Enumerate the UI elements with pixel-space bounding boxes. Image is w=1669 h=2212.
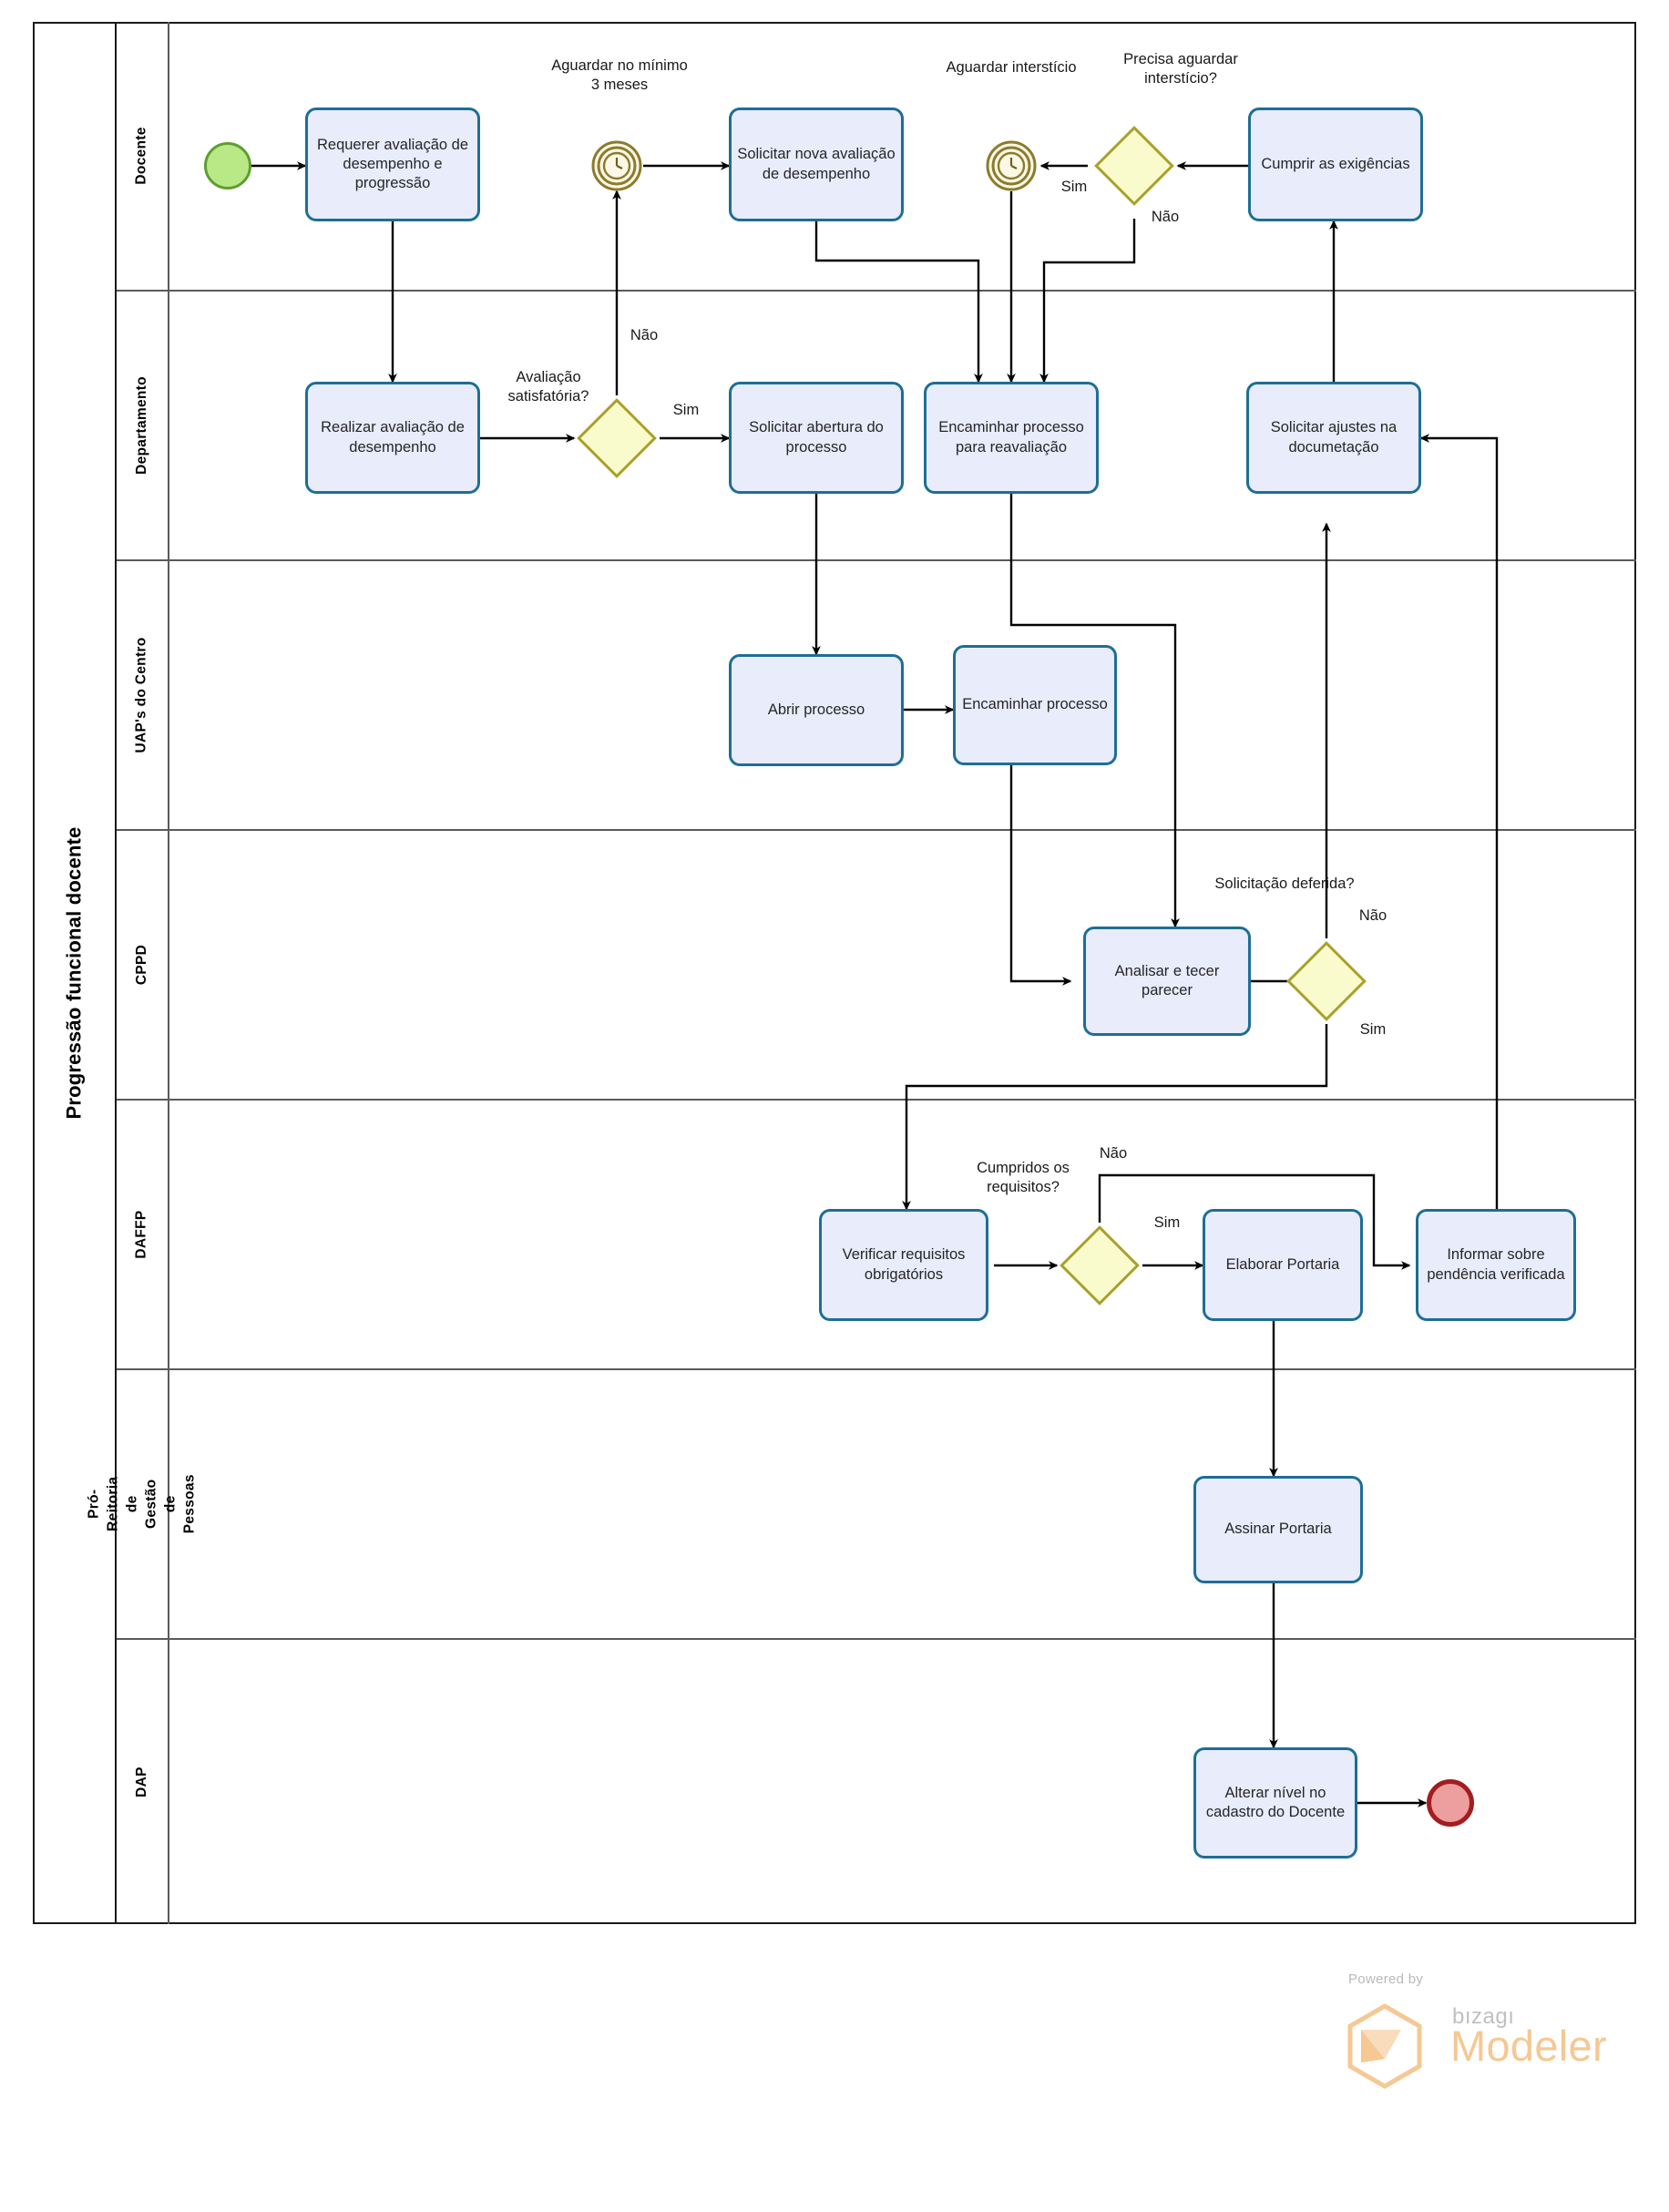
powered-by-label: Powered by bbox=[1348, 1971, 1424, 1987]
start-event[interactable] bbox=[204, 142, 251, 189]
timer-3-meses-icon[interactable] bbox=[591, 140, 642, 191]
task-encaminhar-processo[interactable]: Encaminhar processo bbox=[953, 645, 1117, 765]
task-abrir-processo[interactable]: Abrir processo bbox=[729, 654, 904, 766]
lane-uaps: UAP's do Centro bbox=[117, 561, 1636, 831]
task-encaminhar-reavaliacao[interactable]: Encaminhar processo para reavaliação bbox=[924, 382, 1099, 494]
lane-label-uaps: UAP's do Centro bbox=[117, 561, 169, 829]
gateway-avaliacao-satisfatoria-label: Avaliação satisfatória? bbox=[507, 369, 589, 405]
task-assinar-portaria[interactable]: Assinar Portaria bbox=[1193, 1476, 1363, 1583]
task-solicitar-ajustes[interactable]: Solicitar ajustes na documetação bbox=[1246, 382, 1421, 494]
bizagi-wordmark: bızagı bbox=[1452, 2004, 1515, 2029]
lane-prgp: Pró-Reitoria de Gestão de Pessoas bbox=[86, 1370, 1636, 1640]
pool-title: Progressão funcional docente bbox=[33, 22, 117, 1924]
flow-label-sim-avaliacao: Sim bbox=[672, 402, 700, 418]
task-solicitar-nova-avaliacao[interactable]: Solicitar nova avaliação de desempenho bbox=[729, 108, 904, 221]
flow-label-nao-deferida: Não bbox=[1358, 907, 1387, 924]
timer-3-meses-label: Aguardar no mínimo 3 meses bbox=[551, 57, 688, 94]
task-requerer-avaliacao[interactable]: Requerer avaliação de desempenho e progr… bbox=[305, 108, 480, 221]
flow-label-nao-avaliacao: Não bbox=[630, 327, 659, 343]
flow-label-nao-intersticio: Não bbox=[1151, 209, 1180, 225]
task-verificar-requisitos[interactable]: Verificar requisitos obrigatórios bbox=[819, 1209, 988, 1321]
lane-label-daffp: DAFFP bbox=[117, 1101, 169, 1368]
lane-label-prgp: Pró-Reitoria de Gestão de Pessoas bbox=[86, 1370, 197, 1638]
lane-docente: Docente bbox=[117, 22, 1636, 292]
task-realizar-avaliacao[interactable]: Realizar avaliação de desempenho bbox=[305, 382, 480, 494]
task-cumprir-exigencias[interactable]: Cumprir as exigências bbox=[1248, 108, 1423, 221]
timer-intersticio-icon[interactable] bbox=[986, 140, 1037, 191]
gateway-cumpridos-requisitos-label: Cumpridos os requisitos? bbox=[977, 1160, 1070, 1196]
gateway-solicitacao-deferida-label: Solicitação deferida? bbox=[1214, 876, 1355, 892]
lane-departamento: Departamento bbox=[117, 292, 1636, 561]
lane-label-departamento: Departamento bbox=[117, 292, 169, 559]
modeler-wordmark: Modeler bbox=[1450, 2022, 1607, 2070]
flow-label-nao-requisitos: Não bbox=[1099, 1145, 1128, 1162]
task-elaborar-portaria[interactable]: Elaborar Portaria bbox=[1203, 1209, 1363, 1321]
task-analisar-parecer[interactable]: Analisar e tecer parecer bbox=[1083, 927, 1251, 1036]
timer-intersticio-label: Aguardar interstício bbox=[946, 59, 1077, 76]
lane-cppd: CPPD bbox=[117, 831, 1636, 1101]
lane-label-cppd: CPPD bbox=[117, 831, 169, 1099]
end-event[interactable] bbox=[1427, 1779, 1474, 1827]
flow-label-sim-requisitos: Sim bbox=[1153, 1214, 1181, 1231]
task-solicitar-abertura[interactable]: Solicitar abertura do processo bbox=[729, 382, 904, 494]
task-informar-pendencia[interactable]: Informar sobre pendência verificada bbox=[1416, 1209, 1576, 1321]
pool-border bbox=[33, 22, 1636, 1924]
flow-label-sim-deferida: Sim bbox=[1359, 1021, 1387, 1038]
lane-label-docente: Docente bbox=[117, 22, 169, 290]
flow-label-sim-intersticio: Sim bbox=[1060, 179, 1088, 195]
lane-label-dap: DAP bbox=[117, 1640, 169, 1924]
bizagi-branding: Powered by bızagı Modeler bbox=[1316, 1971, 1607, 2090]
gateway-precisa-intersticio-label: Precisa aguardar interstício? bbox=[1123, 51, 1238, 87]
lane-dap: DAP bbox=[117, 1640, 1636, 1924]
bizagi-hex-logo-icon bbox=[1345, 2002, 1425, 2094]
task-alterar-nivel[interactable]: Alterar nível no cadastro do Docente bbox=[1193, 1747, 1357, 1859]
lane-daffp: DAFFP bbox=[117, 1101, 1636, 1370]
